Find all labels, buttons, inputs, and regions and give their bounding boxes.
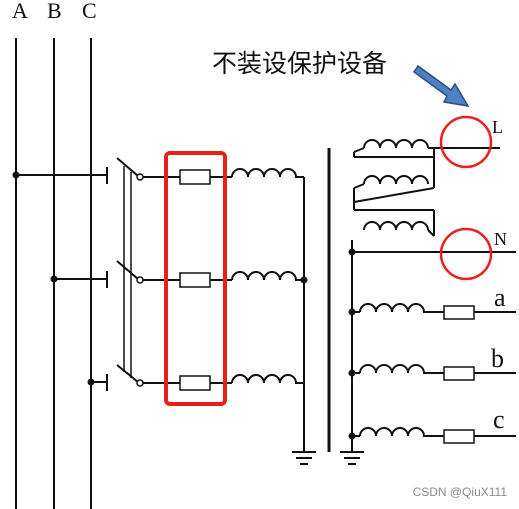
watermark: CSDN @QiuX111	[412, 485, 507, 499]
fuse-secondary-a	[443, 305, 475, 320]
output-label-a: a	[494, 283, 506, 312]
fuse-secondary-c	[443, 429, 475, 444]
highlight-circle-n	[439, 227, 493, 281]
phase-label-b: B	[47, 0, 62, 23]
annotation-text: 不装设保护设备	[212, 49, 388, 78]
fuse-primary-1	[179, 169, 211, 185]
fuse-primary-3	[179, 375, 211, 391]
fuse-primary-2	[179, 272, 211, 288]
breaker-blade-1	[116, 157, 139, 177]
highlight-circle-l	[439, 115, 493, 169]
phase-label-a: A	[12, 0, 28, 23]
fuse-secondary-b	[443, 366, 475, 381]
breaker-blade-3	[116, 364, 139, 383]
output-label-b: b	[491, 344, 504, 373]
fuse-highlight-box	[164, 151, 227, 406]
annotation-arrow	[412, 64, 470, 108]
output-label-c: c	[493, 405, 505, 434]
output-label-l: L	[492, 117, 503, 137]
breaker-blade-2	[116, 260, 139, 280]
output-label-n: N	[494, 229, 507, 249]
phase-label-c: C	[82, 0, 97, 23]
